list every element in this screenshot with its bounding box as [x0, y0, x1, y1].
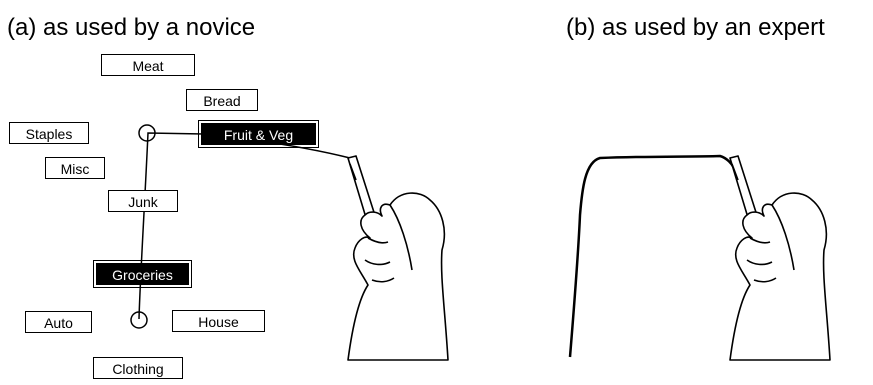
- menu-item-staples[interactable]: Staples: [9, 122, 89, 144]
- expert-stroke: [568, 154, 736, 358]
- menu-center-circle: [138, 124, 156, 142]
- submenu-center-circle: [130, 311, 148, 329]
- menu-item-bread[interactable]: Bread: [186, 89, 258, 111]
- menu-item-junk[interactable]: Junk: [108, 190, 178, 212]
- menu-item-groceries[interactable]: Groceries: [93, 260, 192, 288]
- pen-hand-icon: [729, 155, 831, 361]
- menu-item-house[interactable]: House: [172, 310, 265, 332]
- menu-item-auto[interactable]: Auto: [25, 311, 92, 333]
- menu-item-misc[interactable]: Misc: [45, 157, 105, 179]
- caption-expert: (b) as used by an expert: [566, 14, 825, 41]
- menu-item-fruit-veg[interactable]: Fruit & Veg: [198, 120, 319, 148]
- pen-hand-icon: [347, 155, 449, 361]
- novice-stroke: [138, 132, 351, 320]
- menu-item-clothing[interactable]: Clothing: [93, 357, 183, 379]
- menu-item-meat[interactable]: Meat: [101, 54, 195, 76]
- caption-novice: (a) as used by a novice: [7, 14, 256, 41]
